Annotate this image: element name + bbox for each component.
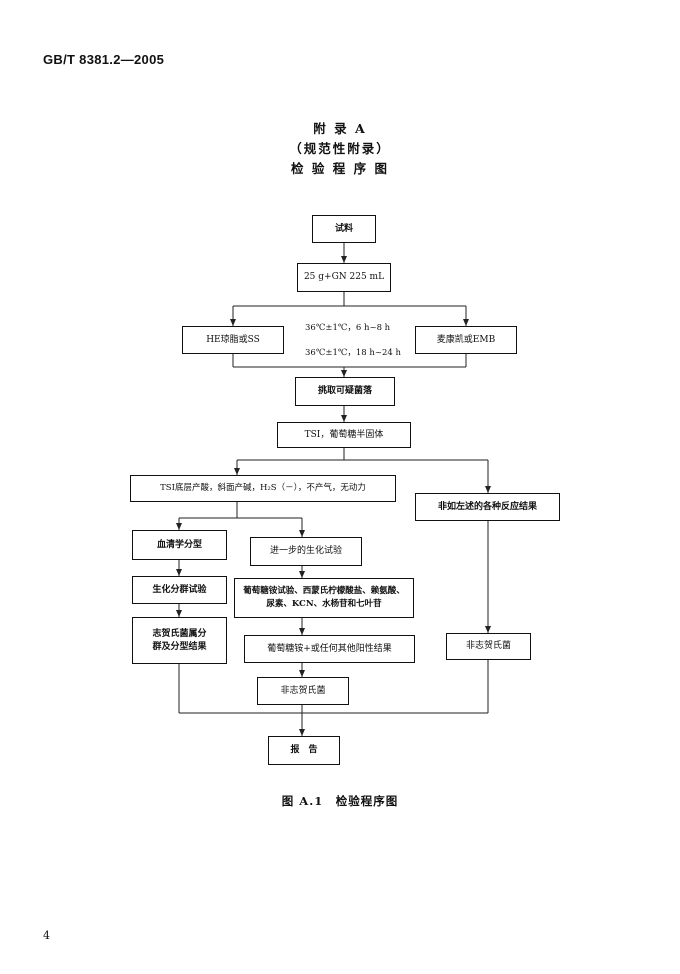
positive-result-box: 葡萄糖铵+或任何其他阳性结果 bbox=[244, 635, 415, 663]
report-box: 报 告 bbox=[268, 736, 340, 765]
pick-colonies-box: 挑取可疑菌落 bbox=[295, 377, 395, 406]
enrichment-box: 25 g+GN 225 mL bbox=[297, 263, 391, 292]
tsi-box: TSI，葡萄糖半固体 bbox=[277, 422, 411, 448]
incubation-condition-2: 36℃±1℃，18 h~24 h bbox=[305, 348, 401, 358]
other-reaction-box: 非如左述的各种反应结果 bbox=[415, 493, 560, 521]
sample-box: 试料 bbox=[312, 215, 376, 243]
page-number: 4 bbox=[43, 929, 50, 942]
further-biochem-box: 进一步的生化试验 bbox=[250, 537, 362, 566]
standard-number: GB/T 8381.2—2005 bbox=[43, 52, 165, 67]
serotyping-box: 血清学分型 bbox=[132, 530, 227, 560]
biochem-group-box: 生化分群试验 bbox=[132, 576, 227, 604]
appendix-type: （规范性附录） bbox=[289, 141, 391, 156]
figure-caption: 图 A.1 检验程序图 bbox=[281, 794, 399, 808]
incubation-condition-1: 36℃±1℃，6 h~8 h bbox=[305, 323, 391, 333]
non-shigella-mid-box: 非志贺氏菌 bbox=[257, 677, 349, 705]
appendix-subtitle: 检 验 程 序 图 bbox=[291, 161, 389, 176]
biochem-tests-box: 葡萄糖铵试验、西蒙氏柠檬酸盐、赖氨酸、尿素、KCN、水杨苷和七叶苷 bbox=[234, 578, 414, 618]
macconkey-emb-plate-box: 麦康凯或EMB bbox=[415, 326, 517, 354]
non-shigella-right-box: 非志贺氏菌 bbox=[446, 633, 531, 660]
tsi-result-box: TSI底层产酸，斜面产碱，H₂S（－），不产气，无动力 bbox=[130, 475, 396, 502]
shigella-typing-box: 志贺氏菌属分群及分型结果 bbox=[132, 617, 227, 664]
appendix-title: 附 录 A bbox=[313, 121, 367, 136]
he-ss-plate-box: HE琼脂或SS bbox=[182, 326, 284, 354]
